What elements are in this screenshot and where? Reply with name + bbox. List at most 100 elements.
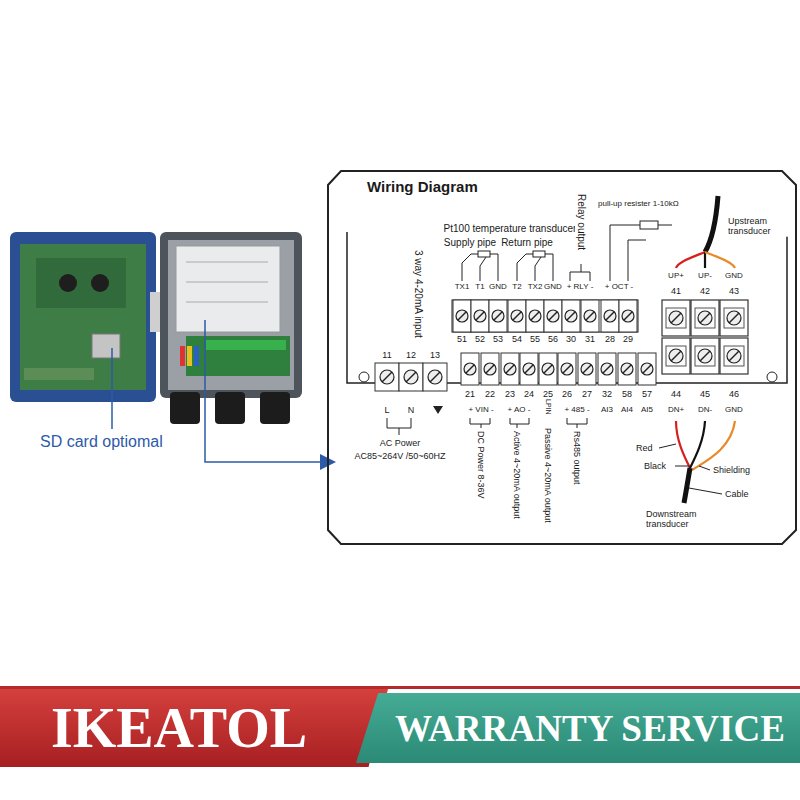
diagram-label: AC85~264V /50~60HZ: [354, 451, 445, 461]
diagram-label: Red: [636, 443, 653, 453]
leader-line: [675, 466, 689, 467]
label-sheet: [176, 246, 280, 332]
leader-line: [659, 444, 676, 448]
wire-black: [704, 252, 706, 268]
diagram-label: 25: [543, 389, 553, 399]
terminal-cell: [562, 300, 580, 332]
buzzer: [91, 274, 109, 292]
diagram-label: 29: [623, 334, 633, 344]
terminal-cell: [558, 353, 576, 385]
vertical-label: Passive 4~20mA output: [543, 428, 553, 523]
diagram-label: 31: [585, 334, 595, 344]
terminal-cell: [489, 300, 507, 332]
banner-band: WARRANTY SERVICE: [356, 693, 800, 763]
diagram-label: Upstream transducer: [728, 216, 792, 237]
banner-rule: [0, 686, 800, 689]
diagram-label: 32: [602, 389, 612, 399]
diagram-label: DN-: [698, 405, 712, 414]
diagram-label: 46: [729, 389, 739, 399]
keypad: [36, 258, 126, 308]
diagram-label: T2: [512, 282, 521, 291]
banner-band: IKEATOL: [0, 689, 388, 767]
pcb: [186, 336, 290, 376]
callout-label: SD card optiomal: [40, 433, 163, 451]
bracket: [510, 418, 529, 428]
diagram-label: TX1: [455, 282, 470, 291]
bracket: [387, 418, 411, 435]
cable-gland: [215, 392, 245, 424]
panel-title: Wiring Diagram: [367, 178, 478, 195]
terminal-cell: [399, 363, 423, 391]
diagram-label: 55: [530, 334, 540, 344]
diagram-label: UP+: [668, 271, 684, 280]
diagram-label: AI3: [601, 405, 613, 414]
diagram-label: 21: [465, 389, 475, 399]
diagram-label: 27: [582, 389, 592, 399]
diagram-label: pull-up resister 1-10kΩ: [598, 199, 679, 208]
banner-text: WARRANTY SERVICE: [395, 707, 785, 750]
terminal-cell: [453, 300, 471, 332]
diagram-label: Cable: [725, 489, 749, 499]
diagram-label: UP-: [698, 271, 712, 280]
diagram-label: + RLY -: [567, 282, 594, 291]
vertical-label: Active 4~20mA output: [512, 431, 522, 519]
pcb: [20, 244, 146, 390]
leader-line: [111, 348, 113, 429]
wire: [180, 346, 185, 366]
diagram-label: GND: [489, 282, 507, 291]
diagram-label: GND: [544, 282, 562, 291]
terminal-cell: [481, 353, 499, 385]
wire-black: [690, 421, 705, 468]
terminal-cell: [539, 353, 557, 385]
diagram-label: 42: [700, 286, 710, 296]
diagram-label: + AO -: [508, 405, 531, 414]
resistor-symbol: [478, 251, 490, 257]
diagram-label: AI5: [641, 405, 653, 414]
wire-red: [676, 252, 705, 268]
cable-gland: [260, 392, 290, 424]
wire: [187, 346, 192, 366]
diagram-label: Shielding: [713, 465, 750, 475]
diagram-label: Supply pipe: [444, 237, 496, 249]
terminal-cell: [720, 338, 748, 374]
vertical-label: Relay output: [575, 194, 587, 250]
diagram-label: 57: [642, 389, 652, 399]
diagram-label: 58: [622, 389, 632, 399]
pt100-symbol: [462, 254, 498, 281]
diagram-label: 56: [548, 334, 558, 344]
diagram-label: 11: [382, 350, 391, 360]
terminal-cell: [720, 300, 748, 336]
diagram-label: N: [408, 405, 415, 415]
buzzer: [59, 274, 77, 292]
terminal-cell: [662, 300, 690, 336]
diagram-label: TX2: [528, 282, 543, 291]
resistor-symbol: [640, 221, 658, 229]
resistor-symbol: [533, 251, 545, 257]
terminal-cell: [423, 363, 447, 391]
wire-shield: [692, 421, 735, 470]
vertical-label: 3 way 4-20mA input: [412, 250, 424, 338]
terminal-cell: [619, 300, 637, 332]
ground-symbol: [433, 406, 443, 414]
diagram-label: + OCT -: [605, 282, 634, 291]
leader-line: [689, 488, 722, 494]
diagram-label: 30: [566, 334, 576, 344]
terminal-cell: [526, 300, 544, 332]
panel-border: [328, 171, 796, 544]
diagram-label: 44: [671, 389, 681, 399]
terminal-cell: [375, 363, 399, 391]
cable: [684, 468, 690, 503]
terminal-cell: [501, 353, 519, 385]
wire: [194, 346, 199, 366]
terminal-cell: [601, 300, 619, 332]
terminal-cell: [691, 338, 719, 374]
diagram-label: 43: [729, 286, 739, 296]
diagram-label: 26: [562, 389, 572, 399]
wire-shield: [705, 252, 735, 268]
diagram-label: 12: [406, 350, 416, 360]
diagram-label: 53: [493, 334, 503, 344]
terminal-cell: [662, 338, 690, 374]
diagram-label: AI4: [621, 405, 633, 414]
